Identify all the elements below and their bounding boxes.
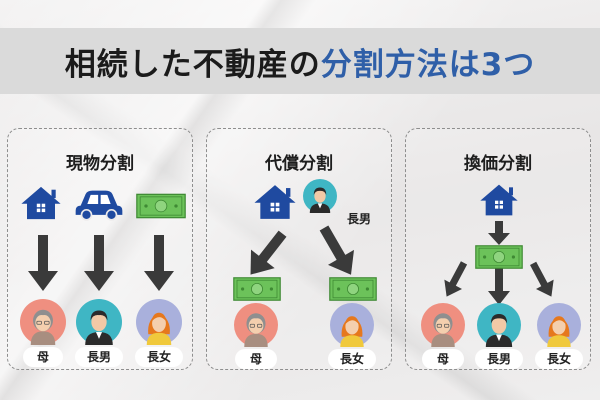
arrow-down-icon — [488, 267, 510, 305]
panel-conversion-division: 換価分割 母 長男 長女 — [405, 128, 591, 370]
panel-compensation-division: 代償分割 長男 母 長女 — [206, 128, 392, 370]
panel-physical-division: 現物分割 母 長男 長女 — [7, 128, 193, 370]
daughter-avatar — [330, 303, 374, 347]
title-part1: 相続した不動産の — [64, 46, 321, 83]
arrow-down-icon — [250, 230, 287, 275]
arrow-down-icon — [444, 261, 468, 297]
mother-avatar — [421, 303, 465, 347]
daughter-avatar — [537, 303, 581, 347]
heir-label-mother: 母 — [23, 347, 63, 367]
panel-title: 換価分割 — [464, 154, 532, 174]
arrow-down-icon — [319, 225, 354, 275]
arrow-down-icon — [488, 221, 510, 245]
heir-label-mother: 母 — [235, 349, 277, 369]
arrow-down-icon — [530, 261, 554, 297]
son-avatar — [477, 303, 521, 347]
heir-label-son: 長男 — [475, 349, 523, 369]
mother-avatar — [234, 303, 278, 347]
arrows — [250, 225, 354, 275]
money-icon — [231, 277, 283, 301]
panel-title: 代償分割 — [265, 154, 333, 174]
daughter-avatar — [136, 299, 182, 345]
son-avatar — [76, 299, 122, 345]
holder-label-son: 長男 — [346, 212, 371, 226]
arrow-down-icon — [28, 235, 58, 291]
page-title: 相続した不動産の分割方法は3つ — [0, 28, 600, 94]
heir-label-daughter: 長女 — [135, 347, 183, 367]
panel-title: 現物分割 — [66, 154, 134, 174]
arrow-down-icon — [84, 235, 114, 291]
money-icon — [472, 245, 526, 269]
arrows — [28, 235, 174, 291]
arrow-down-icon — [144, 235, 174, 291]
heir-label-mother: 母 — [422, 349, 464, 369]
heir-label-daughter: 長女 — [328, 349, 376, 369]
title-part2: 分割方法は3つ — [320, 46, 536, 83]
mother-avatar — [20, 299, 66, 345]
title-banner — [0, 28, 600, 94]
arrows — [444, 221, 554, 305]
heir-label-daughter: 長女 — [535, 349, 583, 369]
money-icon — [327, 277, 379, 301]
heir-label-son: 長男 — [75, 347, 123, 367]
